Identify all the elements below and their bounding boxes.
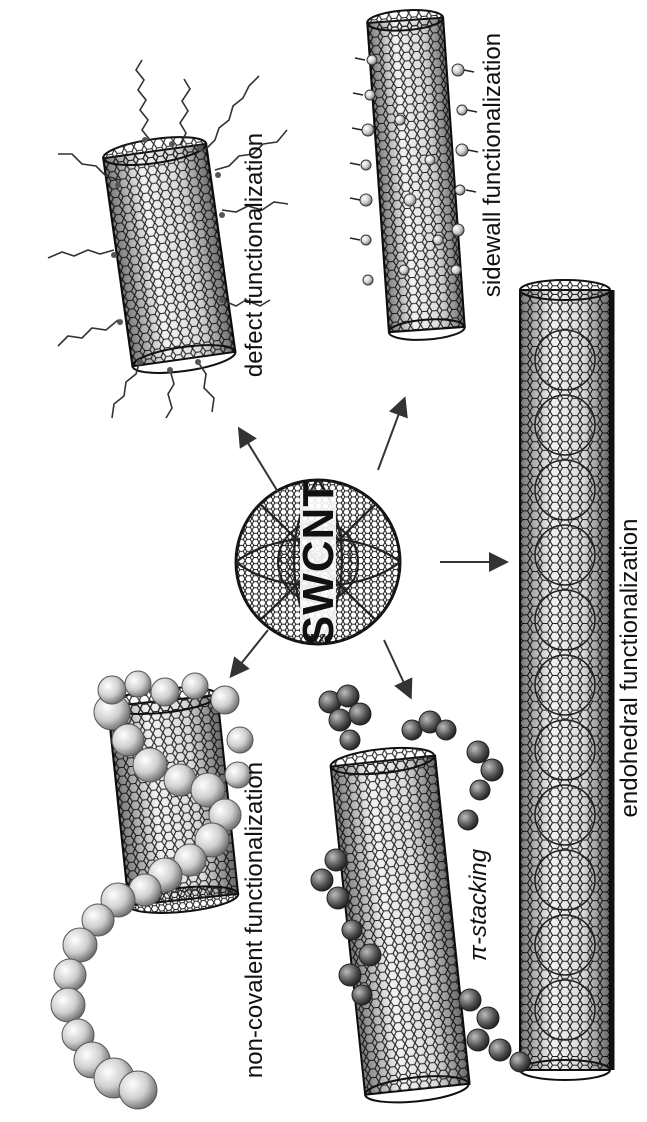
noncovalent-functionalization-structure: [51, 671, 253, 1109]
arrow-defect: [240, 430, 278, 492]
endohedral-label: endohedral functionalization: [616, 519, 643, 818]
swcnt-center: SWCNT: [223, 467, 413, 657]
endohedral-functionalization-structure: [520, 280, 612, 1080]
swcnt-label: SWCNT: [294, 479, 343, 645]
pistacking-label: π-stacking: [465, 848, 492, 961]
noncovalent-label: non-covalent functionalization: [241, 762, 268, 1078]
arrow-pistacking: [384, 640, 410, 696]
arrow-sidewall: [378, 400, 404, 470]
defect-label: defect functionalization: [241, 133, 268, 377]
sidewall-functionalization-structure: [350, 8, 478, 342]
sidewall-label: sidewall functionalization: [479, 33, 506, 297]
arrow-noncovalent: [232, 630, 268, 675]
pistacking-structure: [311, 685, 530, 1107]
